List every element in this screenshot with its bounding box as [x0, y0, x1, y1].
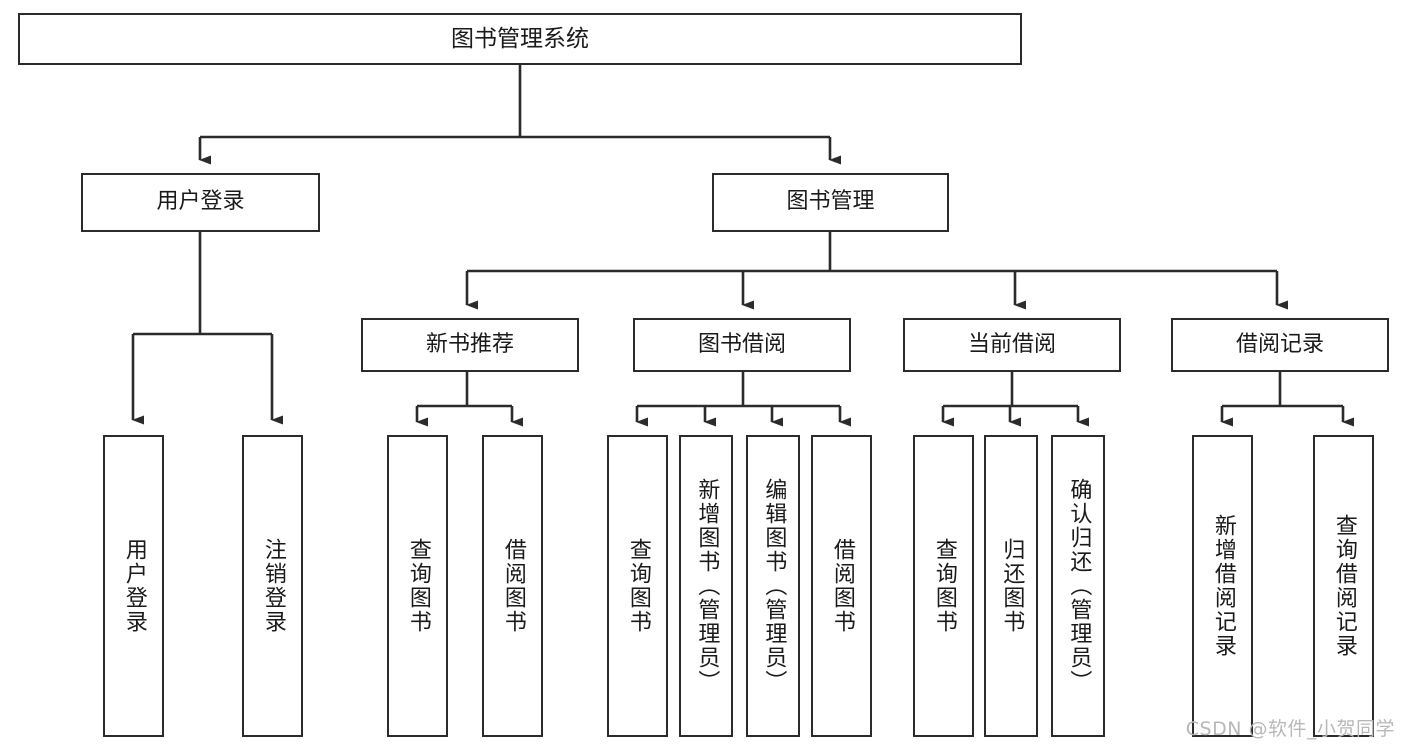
node-label: 图书借阅: [697, 331, 786, 357]
node-label: 用户登录: [121, 538, 147, 634]
node-label: 注销登录: [260, 538, 286, 634]
node-label: 借阅记录: [1235, 331, 1324, 357]
watermark-text: CSDN @软件_小贺同学: [1185, 718, 1395, 740]
leaf-borrow-book[interactable]: 借阅图书: [811, 435, 872, 737]
node-new-book-recommend[interactable]: 新书推荐: [361, 318, 579, 372]
node-book-management[interactable]: 图书管理: [712, 173, 949, 232]
node-root-book-management-system[interactable]: 图书管理系统: [18, 13, 1022, 65]
node-label: 确认归还（管理员）: [1066, 478, 1092, 694]
node-label: 借阅图书: [500, 538, 526, 634]
node-label: 归还图书: [999, 538, 1025, 634]
node-current-borrow[interactable]: 当前借阅: [903, 318, 1121, 372]
node-label: 图书管理: [786, 189, 875, 215]
leaf-query-book-current[interactable]: 查询图书: [913, 435, 974, 737]
node-borrow-record[interactable]: 借阅记录: [1171, 318, 1389, 372]
node-label: 用户登录: [156, 189, 245, 215]
node-label: 新书推荐: [425, 331, 514, 357]
node-label: 当前借阅: [967, 331, 1056, 357]
leaf-query-borrow-record[interactable]: 查询借阅记录: [1313, 435, 1374, 737]
node-book-borrow[interactable]: 图书借阅: [633, 318, 851, 372]
node-label: 查询图书: [931, 538, 957, 634]
leaf-edit-book-admin[interactable]: 编辑图书（管理员）: [746, 435, 800, 737]
node-label: 查询图书: [405, 538, 431, 634]
node-label: 图书管理系统: [451, 25, 589, 52]
leaf-return-book[interactable]: 归还图书: [984, 435, 1038, 737]
leaf-borrow-book-recommend[interactable]: 借阅图书: [482, 435, 543, 737]
leaf-query-book-borrow[interactable]: 查询图书: [607, 435, 668, 737]
node-user-login[interactable]: 用户登录: [81, 173, 320, 232]
leaf-user-login[interactable]: 用户登录: [103, 435, 164, 737]
node-label: 查询图书: [625, 538, 651, 634]
node-label: 编辑图书（管理员）: [761, 478, 787, 694]
node-label: 查询借阅记录: [1331, 514, 1357, 658]
leaf-confirm-return-admin[interactable]: 确认归还（管理员）: [1051, 435, 1105, 737]
node-label: 新增图书（管理员）: [694, 478, 720, 694]
leaf-add-book-admin[interactable]: 新增图书（管理员）: [679, 435, 733, 737]
node-label: 新增借阅记录: [1210, 514, 1236, 658]
leaf-logout-login[interactable]: 注销登录: [242, 435, 303, 737]
leaf-query-book-recommend[interactable]: 查询图书: [387, 435, 448, 737]
node-label: 借阅图书: [829, 538, 855, 634]
leaf-add-borrow-record[interactable]: 新增借阅记录: [1192, 435, 1253, 737]
